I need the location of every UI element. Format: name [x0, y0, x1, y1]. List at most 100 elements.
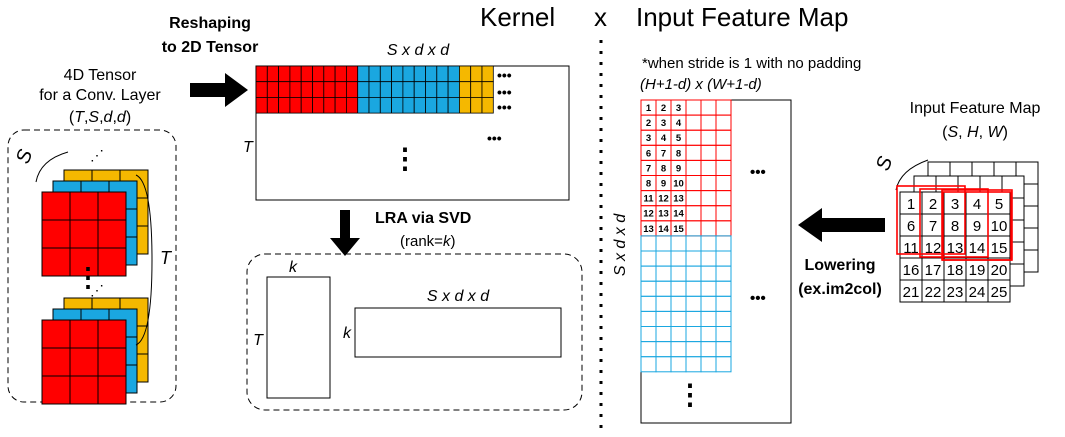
lowered-cell-number: 3: [661, 118, 666, 129]
ifm-cell-number: 4: [973, 196, 981, 213]
matrix-cell: [289, 65, 302, 83]
lowered-cell-number: 2: [661, 103, 666, 114]
lowered-cell-number: 10: [673, 179, 684, 190]
tensor-4d-label-line3: (T,S,d,d): [69, 109, 131, 126]
lowered-cell-number: 15: [673, 224, 684, 235]
factor-t-by-k: [266, 276, 331, 399]
lowered-cell-number: 12: [643, 209, 654, 220]
matrix-cell: [458, 97, 472, 114]
matrix-cell: [379, 81, 392, 98]
ifm-cell-number: 3: [951, 196, 959, 213]
ifm-front-cell: [987, 279, 1011, 303]
matrix-cell: [266, 97, 279, 114]
matrix-top-label: S x d x d: [387, 42, 450, 59]
matrix-cell: [391, 65, 404, 83]
matrix-cell: [312, 65, 325, 83]
ifm-cell-number: 5: [995, 196, 1003, 213]
lowered-cell-number: 7: [646, 163, 651, 174]
rank-label: (rank=k): [400, 233, 455, 250]
matrix-cell: [436, 81, 449, 98]
ifm-cell-number: 25: [991, 284, 1008, 301]
ifm-window: [941, 189, 1013, 261]
ifm-label-line1: Input Feature Map: [910, 100, 1041, 117]
ifm-cell-number: 6: [907, 218, 915, 235]
lowered-cell-number: 12: [658, 194, 669, 205]
stride-note: *when stride is 1 with no padding: [642, 55, 861, 72]
matrix-cell: [334, 97, 347, 114]
lowered-blue-cell: [715, 356, 732, 373]
lowered-cell-number: 13: [643, 224, 654, 235]
lra-arrow: [330, 210, 360, 256]
factor-t-label: T: [253, 332, 264, 349]
kernel-top-cell: [41, 247, 71, 277]
lowered-cell-number: 9: [676, 163, 681, 174]
ifm-cell-number: 8: [951, 218, 959, 235]
kernel-bottom-cell: [41, 319, 71, 349]
matrix-cell: [379, 97, 392, 114]
reshaping-label-line1: Reshaping: [169, 15, 251, 32]
kernel-top-cell: [69, 219, 99, 249]
kernel-top-cell: [41, 191, 71, 221]
input-feature-map-title: Input Feature Map: [636, 2, 848, 32]
matrix-cell: [447, 97, 460, 114]
ifm-cell-number: 13: [947, 240, 964, 257]
kernel-top-cell: [69, 247, 99, 277]
matrix-cell: [402, 97, 415, 114]
matrix-row-dots-2: •••: [497, 84, 512, 100]
matrix-cell: [402, 81, 415, 98]
lowered-cell-number: 3: [646, 133, 651, 144]
lowered-cell-number: 8: [661, 163, 666, 174]
ifm-s-label: S: [872, 153, 897, 174]
ifm-cell-number: 19: [969, 262, 986, 279]
kernel-top-cell: [41, 219, 71, 249]
matrix-row-dots-3: •••: [497, 99, 512, 115]
ifm-cell-number: 10: [991, 218, 1008, 235]
matrix-cell: [300, 97, 313, 114]
matrix-cell: [470, 81, 483, 98]
matrix-cell: [334, 81, 347, 98]
matrix-cell: [345, 65, 359, 83]
lowered-cell-number: 4: [676, 118, 682, 129]
matrix-vdots: ⋮: [391, 143, 419, 174]
matrix-cell: [425, 65, 438, 83]
matrix-cell: [289, 97, 302, 114]
factor-k-top-label: k: [289, 259, 298, 276]
kernel-top-cell: [69, 191, 99, 221]
matrix-cell: [368, 65, 381, 83]
ifm-cell-number: 11: [903, 240, 919, 257]
ifm-cell-number: 24: [969, 284, 986, 301]
matrix-cell: [402, 65, 415, 83]
kernel-top-cell: [97, 247, 127, 277]
matrix-cell: [447, 81, 460, 98]
matrix-cell: [266, 65, 279, 83]
matrix-cell: [413, 81, 426, 98]
ifm-cell-number: 20: [991, 262, 1008, 279]
matrix-cell: [323, 81, 336, 98]
factor-k-left-label: k: [343, 325, 352, 342]
ifm-cell-number: 22: [925, 284, 942, 301]
matrix-cell: [345, 97, 359, 114]
lowered-right-dots-2: •••: [750, 290, 766, 307]
matrix-cell: [368, 81, 381, 98]
matrix-cell: [278, 65, 291, 83]
ifm-cell-number: 1: [907, 196, 915, 213]
kernel-stack-top: [41, 169, 149, 277]
matrix-cell: [447, 65, 460, 83]
ifm-cell-number: 12: [925, 240, 942, 257]
matrix-cell: [357, 81, 370, 98]
lowered-cell-number: 8: [676, 148, 681, 159]
matrix-cell: [266, 81, 279, 98]
lowered-cell-number: 13: [673, 194, 684, 205]
matrix-cell: [300, 81, 313, 98]
ifm-cell-number: 2: [929, 196, 937, 213]
matrix-cell: [391, 81, 404, 98]
matrix-cell: [481, 65, 494, 83]
kernel-bottom-cell: [41, 347, 71, 377]
matrix-cell: [481, 81, 494, 98]
kernel-top-cell: [97, 219, 127, 249]
kernel-stack-dots-top: ⋰: [90, 147, 104, 163]
lowered-cell-number: 14: [673, 209, 684, 220]
ifm-cell-number: 7: [929, 218, 937, 235]
